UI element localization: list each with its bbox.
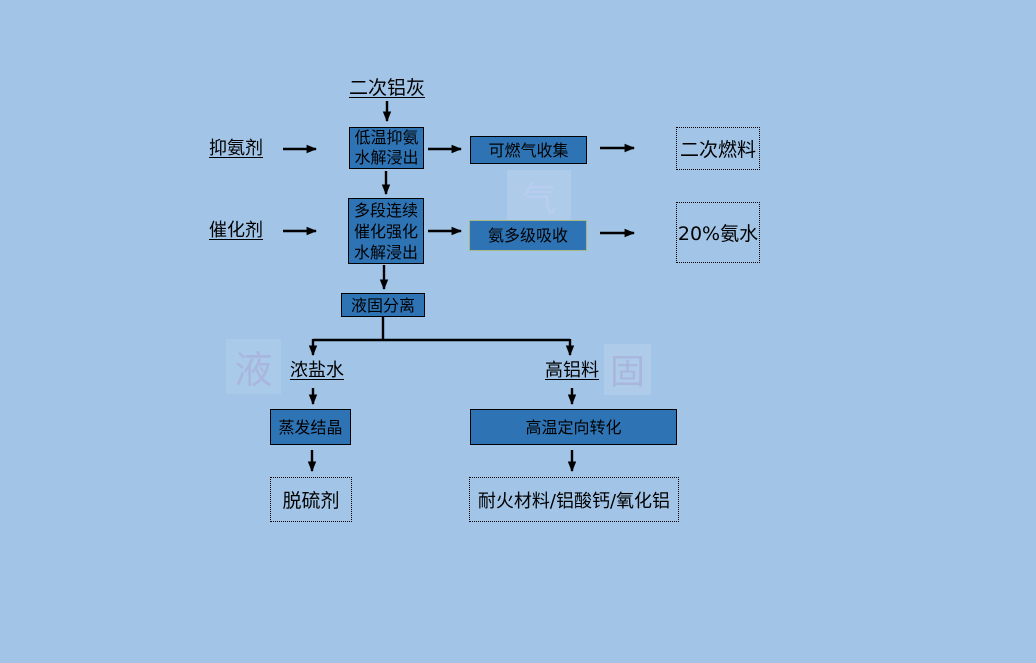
ammonia-water-label: 20%氨水 bbox=[677, 223, 759, 245]
high-temp-conversion-label: 高温定向转化 bbox=[525, 417, 622, 437]
evaporation-crystallization-box: 蒸发结晶 bbox=[270, 409, 351, 445]
watermark-liquid-char: 液 bbox=[234, 348, 273, 392]
low-temp-leaching-box: 低温抑氨 水解浸出 bbox=[349, 127, 424, 169]
ammonia-water-output-box: 20%氨水 bbox=[676, 202, 760, 263]
high-temp-conversion-box: 高温定向转化 bbox=[470, 409, 677, 445]
multistage-leaching-line2: 催化强化 bbox=[353, 221, 418, 241]
solid-liquid-separation-box: 液固分离 bbox=[341, 293, 425, 317]
multistage-catalytic-leaching-box: 多段连续 催化强化 水解浸出 bbox=[348, 198, 424, 264]
ammonia-inhibitor-label: 抑氨剂 bbox=[209, 138, 263, 159]
multistage-leaching-line3: 水解浸出 bbox=[353, 242, 418, 262]
low-temp-leaching-line1: 低温抑氨 bbox=[354, 128, 419, 147]
high-alumina-label: 高铝料 bbox=[545, 360, 599, 381]
desulfurizer-label: 脱硫剂 bbox=[282, 490, 340, 512]
watermark-gas-char: 气 bbox=[522, 180, 556, 220]
source-label: 二次铝灰 bbox=[348, 77, 425, 99]
brine-label: 浓盐水 bbox=[290, 360, 344, 381]
secondary-fuel-output-box: 二次燃料 bbox=[676, 127, 760, 170]
watermark-liquid: 液 bbox=[226, 339, 281, 394]
watermark-solid-char: 固 bbox=[609, 353, 645, 393]
refractory-output-box: 耐火材料/铝酸钙/氧化铝 bbox=[469, 477, 679, 522]
gas-collection-label: 可燃气收集 bbox=[488, 140, 569, 160]
ammonia-absorption-label: 氨多级吸收 bbox=[487, 226, 568, 245]
watermark-gas: 气 bbox=[507, 170, 571, 223]
secondary-fuel-label: 二次燃料 bbox=[679, 139, 756, 161]
solid-liquid-separation-label: 液固分离 bbox=[350, 295, 415, 315]
refractory-label: 耐火材料/铝酸钙/氧化铝 bbox=[477, 490, 671, 512]
watermark-solid: 固 bbox=[604, 344, 651, 395]
multistage-leaching-line1: 多段连续 bbox=[353, 200, 418, 220]
catalyst-label: 催化剂 bbox=[209, 220, 263, 241]
evaporation-crystallization-label: 蒸发结晶 bbox=[278, 417, 343, 437]
branch-connector bbox=[313, 317, 570, 342]
gas-collection-box: 可燃气收集 bbox=[470, 136, 587, 164]
low-temp-leaching-line2: 水解浸出 bbox=[354, 148, 419, 167]
ammonia-absorption-box: 氨多级吸收 bbox=[469, 220, 587, 251]
desulfurizer-output-box: 脱硫剂 bbox=[270, 477, 352, 522]
